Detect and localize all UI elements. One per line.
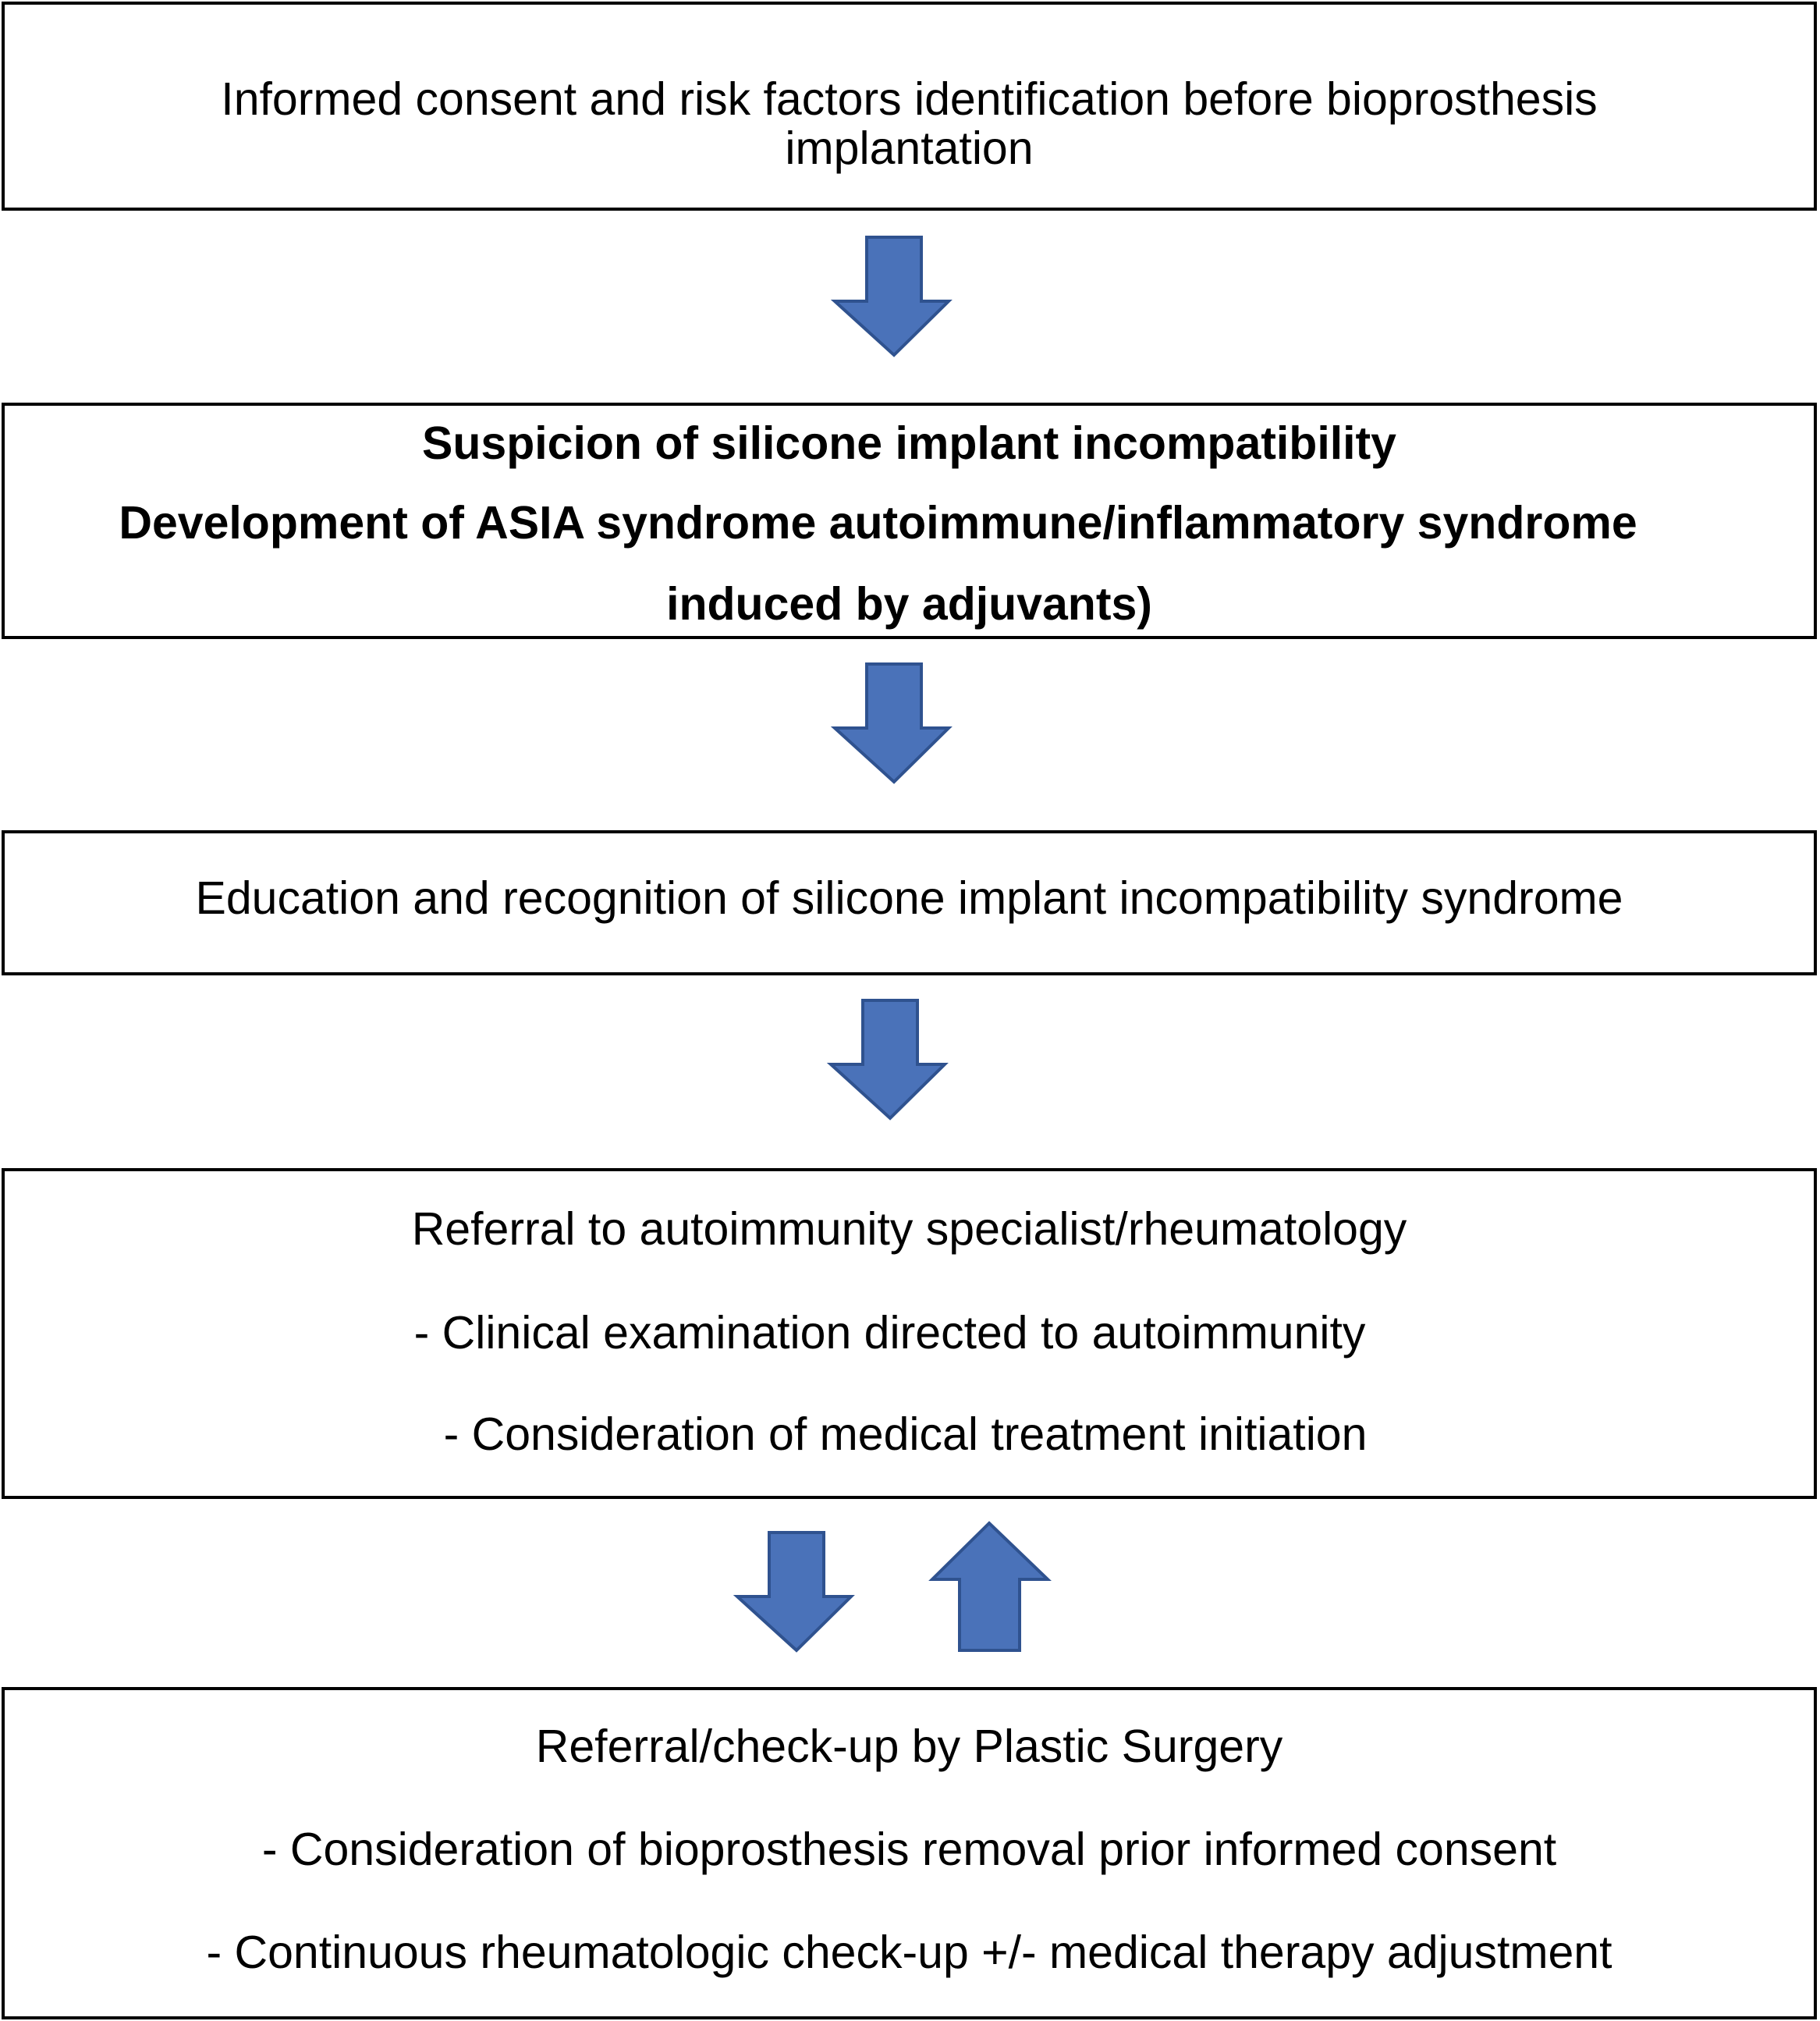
step-text-line: - Consideration of medical treatment ini… xyxy=(443,1408,1368,1460)
up-arrow-icon xyxy=(928,1521,1052,1652)
step-text-line: induced by adjuvants) xyxy=(666,578,1152,630)
down-arrow-icon xyxy=(826,999,949,1121)
step-box-suspicion-asia: Suspicion of silicone implant incompatib… xyxy=(2,403,1817,639)
step-text-line: Referral/check-up by Plastic Surgery xyxy=(535,1721,1283,1772)
down-arrow-icon xyxy=(830,662,953,784)
step-text-line: Informed consent and risk factors identi… xyxy=(221,73,1598,125)
step-box-plastic-surgery: Referral/check-up by Plastic Surgery - C… xyxy=(2,1687,1817,2019)
step-box-education: Education and recognition of silicone im… xyxy=(2,830,1817,975)
step-text-line: Education and recognition of silicone im… xyxy=(195,872,1623,924)
step-text-line: Development of ASIA syndrome autoimmune/… xyxy=(119,497,1637,549)
step-text-line: Referral to autoimmunity specialist/rheu… xyxy=(411,1203,1407,1255)
step-text-line: - Consideration of bioprosthesis removal… xyxy=(261,1824,1557,1875)
down-arrow-icon xyxy=(830,236,953,357)
step-text-line: Suspicion of silicone implant incompatib… xyxy=(422,417,1396,469)
down-arrow-icon xyxy=(733,1531,855,1653)
step-box-informed-consent: Informed consent and risk factors identi… xyxy=(2,2,1817,211)
step-text-line: - Continuous rheumatologic check-up +/- … xyxy=(206,1927,1612,1978)
step-text-line: implantation xyxy=(785,123,1034,174)
step-box-rheumatology-referral: Referral to autoimmunity specialist/rheu… xyxy=(2,1168,1817,1499)
step-text-line: - Clinical examination directed to autoi… xyxy=(413,1307,1366,1359)
